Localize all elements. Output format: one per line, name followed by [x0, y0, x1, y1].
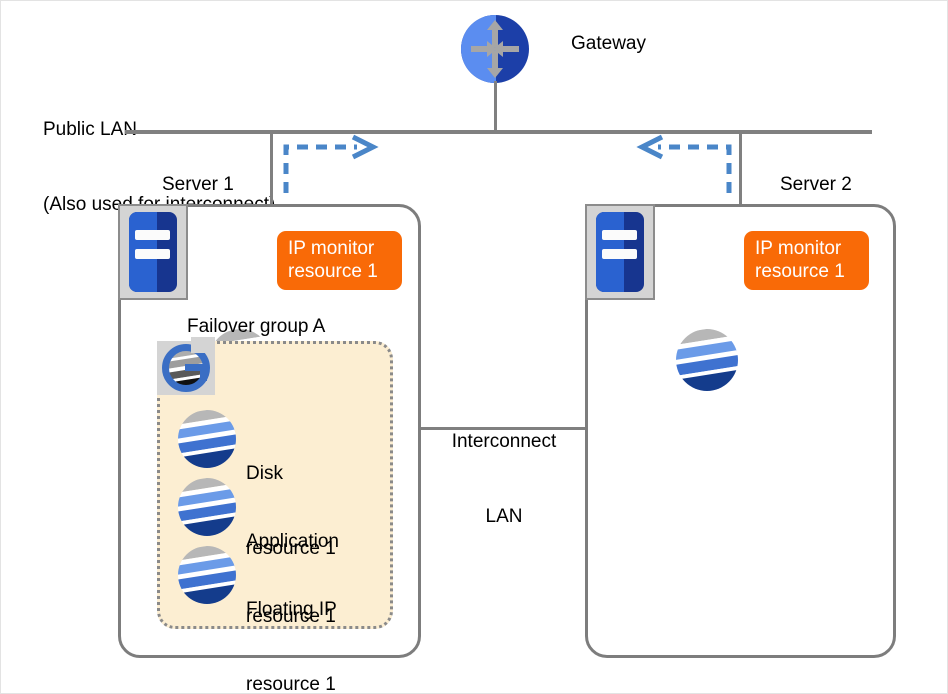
server2-ip-monitor-badge: IP monitor resource 1: [744, 231, 869, 290]
server2-computer-icon-bar-top: [601, 229, 638, 241]
application-resource-label-line1: Application: [246, 531, 339, 552]
gateway-arrow-up-shaft: [492, 25, 498, 47]
disk-resource-icon: [178, 410, 236, 468]
floating-ip-resource-label: Floating IP resource 1: [246, 547, 337, 694]
server1-label: Server 1: [162, 174, 234, 195]
interconnect-lan-label-line2: LAN: [485, 506, 523, 527]
failover-group-g-notch: [191, 337, 215, 353]
gateway-arrow-left-head: [487, 41, 497, 57]
gateway-arrow-right-head: [493, 41, 503, 57]
disk-resource-label-line2: resource 1: [246, 538, 336, 559]
server1-drop-wire: [270, 132, 273, 206]
server2-label: Server 2: [780, 174, 852, 195]
floating-ip-resource-label-line2: resource 1: [246, 674, 336, 694]
gateway-router-icon: [461, 15, 529, 83]
gateway-arrow-down-shaft: [492, 51, 498, 73]
gateway-label: Gateway: [571, 33, 646, 54]
server2-drop-wire: [739, 132, 742, 206]
server1-computer-icon-bar-bottom: [134, 248, 171, 260]
server2-computer-icon-body: [596, 212, 644, 292]
dashed-flow-arrow-right: [283, 134, 379, 193]
application-resource-icon: [178, 478, 236, 536]
server1-computer-icon-body: [129, 212, 177, 292]
server1-ip-monitor-badge: IP monitor resource 1: [277, 231, 402, 290]
failover-group-g-icon: [157, 337, 215, 395]
dashed-flow-arrow-left: [636, 134, 732, 193]
failover-group-g-crossbar: [185, 364, 207, 371]
failover-group-a-box: Disk resource 1 Applic: [157, 337, 393, 693]
interconnect-lan-wire: [420, 427, 587, 430]
failover-group-label: Failover group A: [187, 316, 326, 337]
application-resource-label: Application resource 1: [246, 479, 339, 679]
public-lan-bus-wire: [125, 130, 872, 134]
floating-ip-resource-label-line1: Floating IP: [246, 599, 337, 620]
gateway-arrow-left-shaft: [471, 46, 493, 52]
server2-computer-icon: [585, 204, 655, 300]
floating-ip-resource-icon: [178, 546, 236, 604]
server2-computer-icon-bar-bottom: [601, 248, 638, 260]
gateway-arrow-down-head: [487, 68, 503, 78]
disk-resource-label-line1: Disk: [246, 463, 283, 484]
public-lan-label-line1: Public LAN: [43, 119, 137, 140]
disk-resource-label: Disk resource 1: [246, 411, 336, 611]
server2-box: IP monitor resource 1: [585, 204, 896, 658]
resource-item: Application resource 1: [178, 476, 388, 627]
server1-computer-icon: [118, 204, 188, 300]
server1-box: IP monitor resource 1 Failover group A: [118, 204, 421, 693]
application-resource-label-line2: resource 1: [246, 606, 336, 627]
failover-group-resource-list: Disk resource 1 Applic: [178, 408, 388, 693]
failover-group-g-stem: [200, 364, 207, 381]
server1-computer-icon-bar-top: [134, 229, 171, 241]
server2-ip-monitor-resource-icon: [676, 329, 738, 391]
interconnect-lan-label: Interconnect LAN: [444, 379, 564, 579]
resource-item: Disk resource 1: [178, 408, 388, 559]
interconnect-lan-label-line1: Interconnect: [451, 431, 557, 452]
resource-item: Floating IP resource 1: [178, 544, 388, 693]
gateway-arrow-up-head: [487, 20, 503, 30]
gateway-arrow-right-shaft: [497, 46, 519, 52]
gateway-stem-wire: [494, 81, 497, 133]
